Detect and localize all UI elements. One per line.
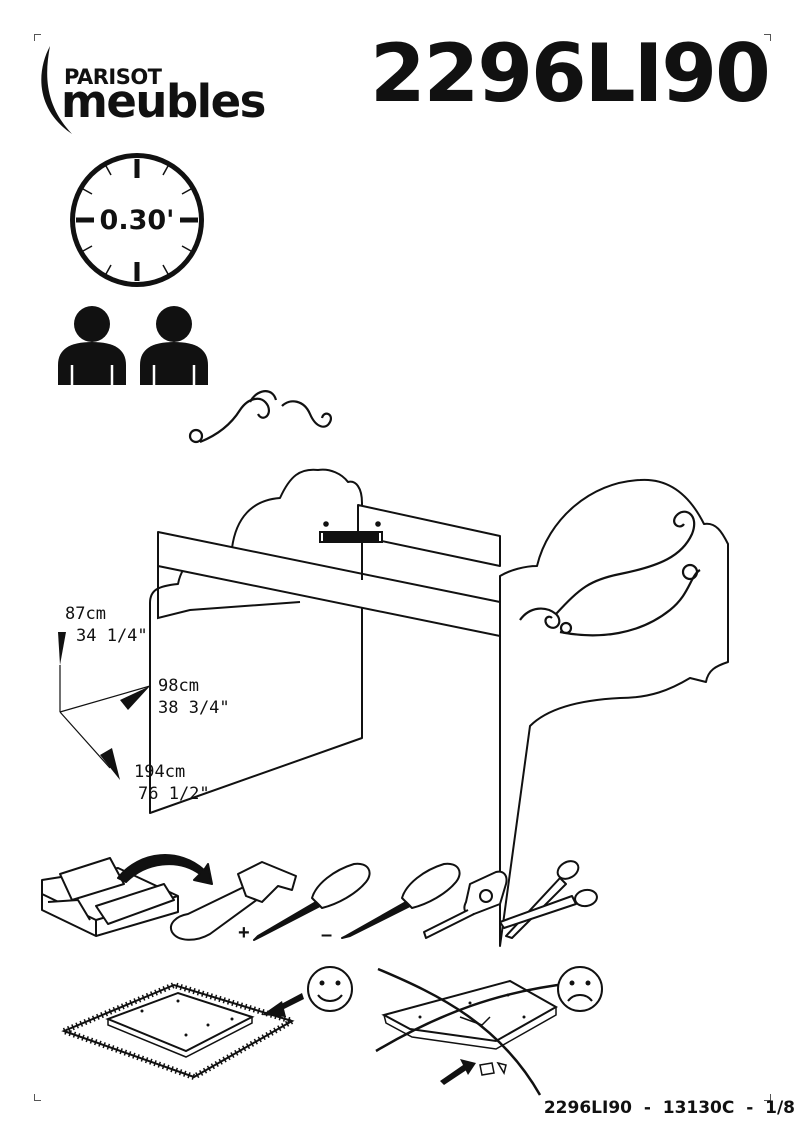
width-in: 38 3/4" (158, 698, 230, 718)
footer-separator: - (746, 1098, 754, 1118)
panel-on-corner (381, 979, 559, 1076)
headboard-scroll (199, 397, 270, 444)
logo-swoosh-icon (41, 46, 72, 134)
brand-name-small: PARISOT (64, 65, 162, 89)
two-persons-icon (58, 306, 208, 385)
model-number: 2296LI90 (370, 27, 771, 120)
height-in: 34 1/4" (76, 626, 148, 646)
flat-screwdriver-icon (341, 862, 461, 939)
brand-logo: PARISOT meubles (36, 42, 276, 137)
cross-out-icon (375, 967, 575, 1096)
person-icon (58, 306, 126, 385)
bracket (319, 521, 383, 543)
length-arrow-icon (100, 748, 120, 780)
footboard-scroll (519, 607, 561, 629)
tools-row (41, 854, 598, 941)
side-rail (157, 531, 501, 637)
brand-name-large: meubles (61, 75, 266, 128)
person-icon (140, 306, 208, 385)
scissors-icon (499, 860, 598, 939)
tape-measure-icon (423, 870, 508, 939)
crop-mark-bottom-left (34, 1094, 41, 1101)
footer-reference: 2296LI90 - 13130C - 1/8 (532, 1078, 795, 1118)
pointer-arrow-icon (440, 1063, 468, 1085)
crop-mark-top-left (34, 34, 41, 41)
clock-icon (70, 153, 204, 287)
crop-mark-top-right (764, 34, 771, 41)
assembly-time-clock: 0.30' (66, 150, 208, 290)
assembly-time: 0.30' (99, 205, 175, 236)
back-rail (357, 504, 501, 567)
happy-face-icon (307, 966, 353, 1012)
footer-code: 13130C (662, 1098, 735, 1118)
height-arrow-icon (58, 632, 66, 665)
width-arrow-icon (120, 686, 150, 710)
minus-sign: – (321, 924, 333, 946)
plus-sign: + (238, 922, 250, 944)
footboard (499, 478, 729, 947)
height-cm: 87cm (65, 604, 106, 624)
toolbox-icon (41, 857, 179, 937)
handling-instructions (55, 966, 603, 1096)
width-cm: 98cm (158, 676, 199, 696)
page-number: 1/8 (765, 1098, 795, 1118)
length-in: 76 1/2" (138, 784, 210, 804)
crop-mark-bottom-right (764, 1094, 771, 1101)
phillips-screwdriver-icon (253, 862, 371, 941)
panel-on-rug (55, 981, 300, 1081)
footer-separator: - (643, 1098, 651, 1118)
sad-face-icon (557, 966, 603, 1012)
hammer-icon (170, 861, 297, 941)
bed-illustration (58, 390, 729, 947)
length-cm: 194cm (134, 762, 186, 782)
curved-arrow-icon (117, 854, 213, 885)
footer-model: 2296LI90 (543, 1098, 632, 1118)
